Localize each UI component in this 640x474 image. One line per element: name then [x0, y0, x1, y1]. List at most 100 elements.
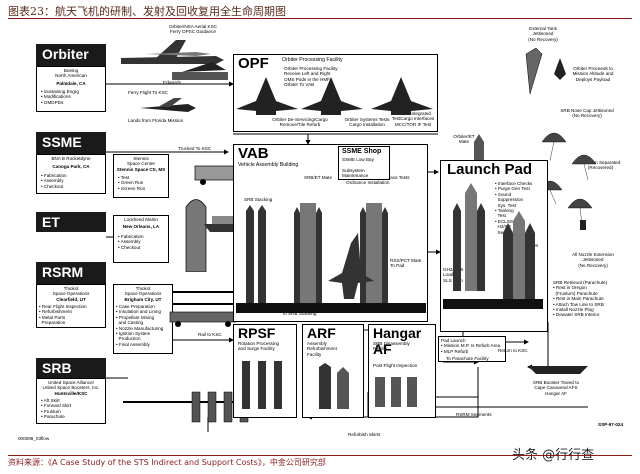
orbiter-box: Boeing North American Palmdale, CA • Sus… — [36, 66, 106, 112]
pad-launch-text: Pad Launch • Mission M.P. Is Refurb Area… — [441, 338, 501, 354]
ssme-header: SSME — [36, 132, 106, 154]
nozzle-note: All Nozzle Extension Jettisoned (No Reco… — [572, 252, 614, 268]
ssme-shop-lines: SSME Low Bay Subsystem Maintenance — [342, 157, 374, 179]
hangar-graphic — [375, 377, 417, 407]
orbiter-header: Orbiter — [36, 44, 106, 66]
rsrm-org: Thiokol Space Operations — [52, 286, 90, 297]
pad-launch-box: Pad Launch • Mission M.P. Is Refurb Area… — [438, 336, 506, 362]
return-ksc-label: Return to KSC — [498, 348, 528, 353]
orbiter-org: Boeing North American — [55, 68, 87, 79]
towed-note: SRB Booster Towed to Cape Canaveral AFS … — [532, 380, 580, 396]
stennis-tasks: • Test • Green Run • Screen Run — [118, 175, 146, 191]
title-divider — [8, 18, 632, 19]
rsrm-segments-label: RSRM Segments — [456, 412, 492, 417]
arf-box: ARF Assembly Refurbishment Facility — [302, 324, 364, 418]
hangar-post-flight: Post-Flight Inspection — [373, 363, 418, 368]
rsrm-place: Clearfield, UT — [56, 297, 86, 302]
vab-subtitle: Vehicle Assembly Building — [238, 162, 299, 168]
et-jettison-graphic — [525, 47, 566, 95]
orbiter-transport-graphic — [172, 62, 228, 80]
rpsf-subtitle: Rotation Processing and Surge Facility — [238, 341, 280, 352]
vab-to-srb-stacking: To SRB Stacking — [282, 311, 317, 316]
arf-title: ARF — [307, 325, 336, 341]
srb-header: SRB — [36, 358, 106, 378]
et-place: New Orleans, LA — [122, 224, 160, 229]
srb-place: Huntsville/KSC — [54, 391, 88, 396]
retrieval-ship-graphic — [528, 366, 588, 374]
srb-jettison-note: SRB Nose Cap Jettisoned (No Recovery) — [560, 108, 614, 119]
hangar-af-box: Hangar AF SRB Disassembly Facility Post-… — [368, 324, 436, 418]
rsrm-tasks: • Rear Flight Inspection • Refurbishment… — [39, 304, 87, 326]
external-tank-graphic — [185, 199, 207, 272]
stennis-box: Stennis Space Center Stennis Space Ctr, … — [113, 154, 169, 198]
thiokol-org: Thiokol Space Operations — [124, 286, 162, 297]
opf-note-3: Orbiter Systems Tests Cargo Installation — [344, 117, 390, 128]
sca-aircraft-graphic — [121, 40, 224, 64]
thiokol-tasks: • Case Preparation • Insulation and Lini… — [116, 304, 164, 347]
orbiter-return-note: Orbiter Proceeds to Mission Altitude and… — [572, 66, 614, 82]
et-box: Lockheed Martin New Orleans, LA • Fabric… — [113, 215, 169, 263]
thiokol-place: Brigham City, UT — [124, 297, 162, 302]
stennis-place: Stennis Space Ctr, MS — [116, 167, 166, 172]
srb-tasks: • Aft Skirt • Forward Skirt • Frustum • … — [41, 398, 72, 420]
ssme-shop-box: SSME Shop SSME Low Bay Subsystem Mainten… — [338, 146, 390, 180]
landing-orbiter-graphic — [140, 98, 196, 112]
ssp-code: SSP-97-024 — [598, 422, 624, 427]
source-note: 资料来源：《A Case Study of the STS Indirect a… — [8, 458, 326, 467]
hangar-subtitle: SRB Disassembly Facility — [373, 341, 410, 352]
sca-label: Orbiter/NSA Aerial KSC Ferry OPSC Guidan… — [169, 24, 217, 35]
et-org: Lockheed Martin — [124, 217, 158, 222]
rail-label: Rail to KSC — [198, 332, 222, 337]
hangar-title: Hangar AF — [373, 325, 422, 357]
ext-tank-note: External Tank Jettisoned (No Recovery) — [528, 26, 558, 42]
vab-srb-stacking: SRB Stacking — [244, 197, 273, 202]
ferry-flight-label: Ferry Flight To KSC — [128, 90, 168, 95]
ssme-tasks: • Fabrication • Assembly • Checkout — [41, 173, 67, 189]
lands-label: Lands from Florida Mission — [128, 118, 184, 123]
orbiter-tasks: • Sustaining Engrg • Modifications • OMD… — [41, 89, 79, 105]
source-divider — [8, 455, 632, 456]
launch-pad-title: Launch Pad — [447, 161, 533, 178]
et-tasks: • Fabrication • Assembly • Checkout — [118, 234, 144, 250]
arf-graphic — [319, 363, 349, 409]
orbiter-et-mate: Orbiter/ET Mate — [453, 134, 475, 145]
ssme-place: Canoga Park, CA — [52, 164, 90, 169]
opf-title: OPF — [238, 55, 269, 72]
rpsf-box: RPSF Rotation Processing and Surge Facil… — [233, 324, 297, 418]
srb-org: United Space Alliance/ United Space Boos… — [42, 380, 100, 391]
figure-title: 图表23：航天飞机的研制、发射及回收复用全生命周期图 — [8, 5, 286, 18]
rpsf-title: RPSF — [238, 325, 276, 341]
opf-box: OPF Orbiter Processing Facility Orbiter … — [233, 54, 438, 132]
ssme-shop-title: SSME Shop — [342, 148, 382, 155]
vab-title: VAB — [238, 145, 269, 162]
rsrm-header: RSRM — [36, 262, 106, 284]
orbiter-place: Palmdale, CA — [56, 81, 86, 86]
srb-retrieval-note: SRB Retrieval (Parachute) • Rest in Oreg… — [553, 280, 608, 318]
et-header: ET — [36, 212, 106, 232]
vab-srb-et-mate: SRB/ET Mate — [304, 175, 332, 180]
shuttle-lifecycle-diagram: Orbiter Boeing North American Palmdale, … — [8, 22, 632, 452]
vab-stacks-graphic — [236, 203, 426, 313]
rail-graphic — [169, 311, 237, 327]
rss-pct-label: RSS/PCT Mate To Pad — [390, 258, 422, 269]
thiokol-box: Thiokol Space Operations Brigham City, U… — [113, 284, 173, 354]
refurbish-label: Refurbish Skirts — [348, 432, 381, 437]
opf-note-1: Orbiter Processing Facility Receive Left… — [284, 66, 338, 88]
ssme-truck-label: Trucked To KSC — [178, 146, 212, 151]
rpsf-graphic — [242, 361, 282, 409]
vab-box: VAB Vehicle Assembly Building SRB/ET Mat… — [233, 144, 428, 322]
launch-pad-stacks-graphic — [443, 183, 543, 309]
stennis-org: Stennis Space Center — [126, 156, 156, 167]
opf-note-2: Orbiter De-Servicing/Cargo Remove/Tile R… — [272, 117, 328, 128]
opf-subtitle: Orbiter Processing Facility — [282, 57, 343, 63]
opf-orbiters-graphic — [236, 77, 433, 115]
flow-footnote: 000089_03flow — [18, 436, 50, 441]
ssme-org: BNA B Rocketdyne — [51, 156, 91, 161]
ssme-box: BNA B Rocketdyne Canoga Park, CA • Fabri… — [36, 154, 106, 194]
launch-pad-box: Launch Pad • Interface Checks • Purge Ge… — [440, 160, 548, 332]
et-mate-graphic — [474, 134, 484, 164]
watermark: 头条 @行行查 — [512, 448, 595, 463]
arf-subtitle: Assembly Refurbishment Facility — [307, 341, 337, 357]
srb-box: United Space Alliance/ United Space Boos… — [36, 378, 106, 424]
parachute-facility-label: To Parachute Facility — [446, 356, 489, 361]
